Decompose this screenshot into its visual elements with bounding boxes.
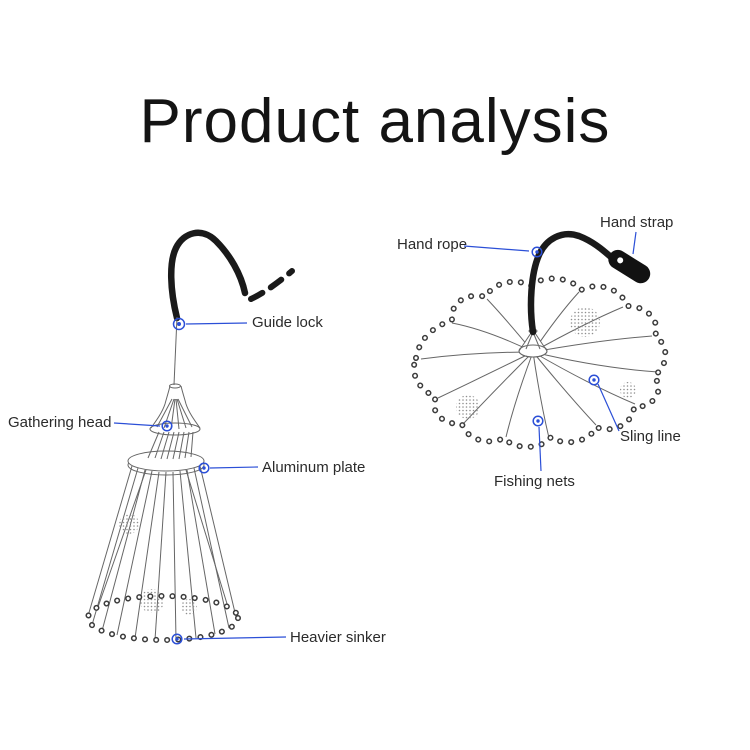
upper-strands [147,431,194,460]
anchor-markers [161,246,600,645]
hand-rope-anchor-icon [531,246,543,258]
fishing-nets-leader-line [538,426,542,472]
sling-line-leader-line [597,383,620,432]
heavier-sinker-anchor-icon [171,633,183,645]
net-strands [87,465,238,641]
heavier-sinker-leader-line [183,636,287,640]
aluminum-plate-shape [127,450,205,476]
open-net-illustration [410,230,669,450]
gathering-head-anchor-icon [161,420,173,432]
closed-net-illustration [85,229,295,643]
label-hand-strap: Hand strap [600,214,674,231]
label-heavier-sinker: Heavier sinker [290,629,386,646]
sling-line-anchor-icon [588,374,600,386]
guide-lock-anchor-icon [172,317,186,331]
label-aluminum-plate: Aluminum plate [262,459,366,476]
label-fishing-nets: Fishing nets [494,473,575,490]
label-guide-lock: Guide lock [252,314,323,331]
label-sling-line: Sling line [620,428,681,445]
hand-strap-shape [608,249,651,284]
open-net-radials [420,287,659,439]
fishing-nets-anchor-icon [532,415,544,427]
hand-rope-shape [527,230,616,336]
gathering-head-shape [149,383,201,436]
page-title: Product analysis [139,87,611,156]
aluminum-plate-anchor-icon [198,462,210,474]
rope-hook [167,229,295,322]
leader-lines [113,231,637,640]
net-texture-patches [119,514,197,615]
aluminum-plate-leader-line [209,466,259,469]
open-net-texture-patches [456,307,636,419]
label-hand-rope: Hand rope [397,236,468,253]
sinker-bead-chain [85,593,241,643]
gathering-head-leader-line [113,422,161,427]
hand-rope-leader-line [463,245,530,252]
guide-lock-leader-line [185,322,248,325]
label-gathering-head: Gathering head [8,414,112,431]
open-net-bead-edge [410,275,669,450]
hand-strap-leader-line [632,231,637,255]
